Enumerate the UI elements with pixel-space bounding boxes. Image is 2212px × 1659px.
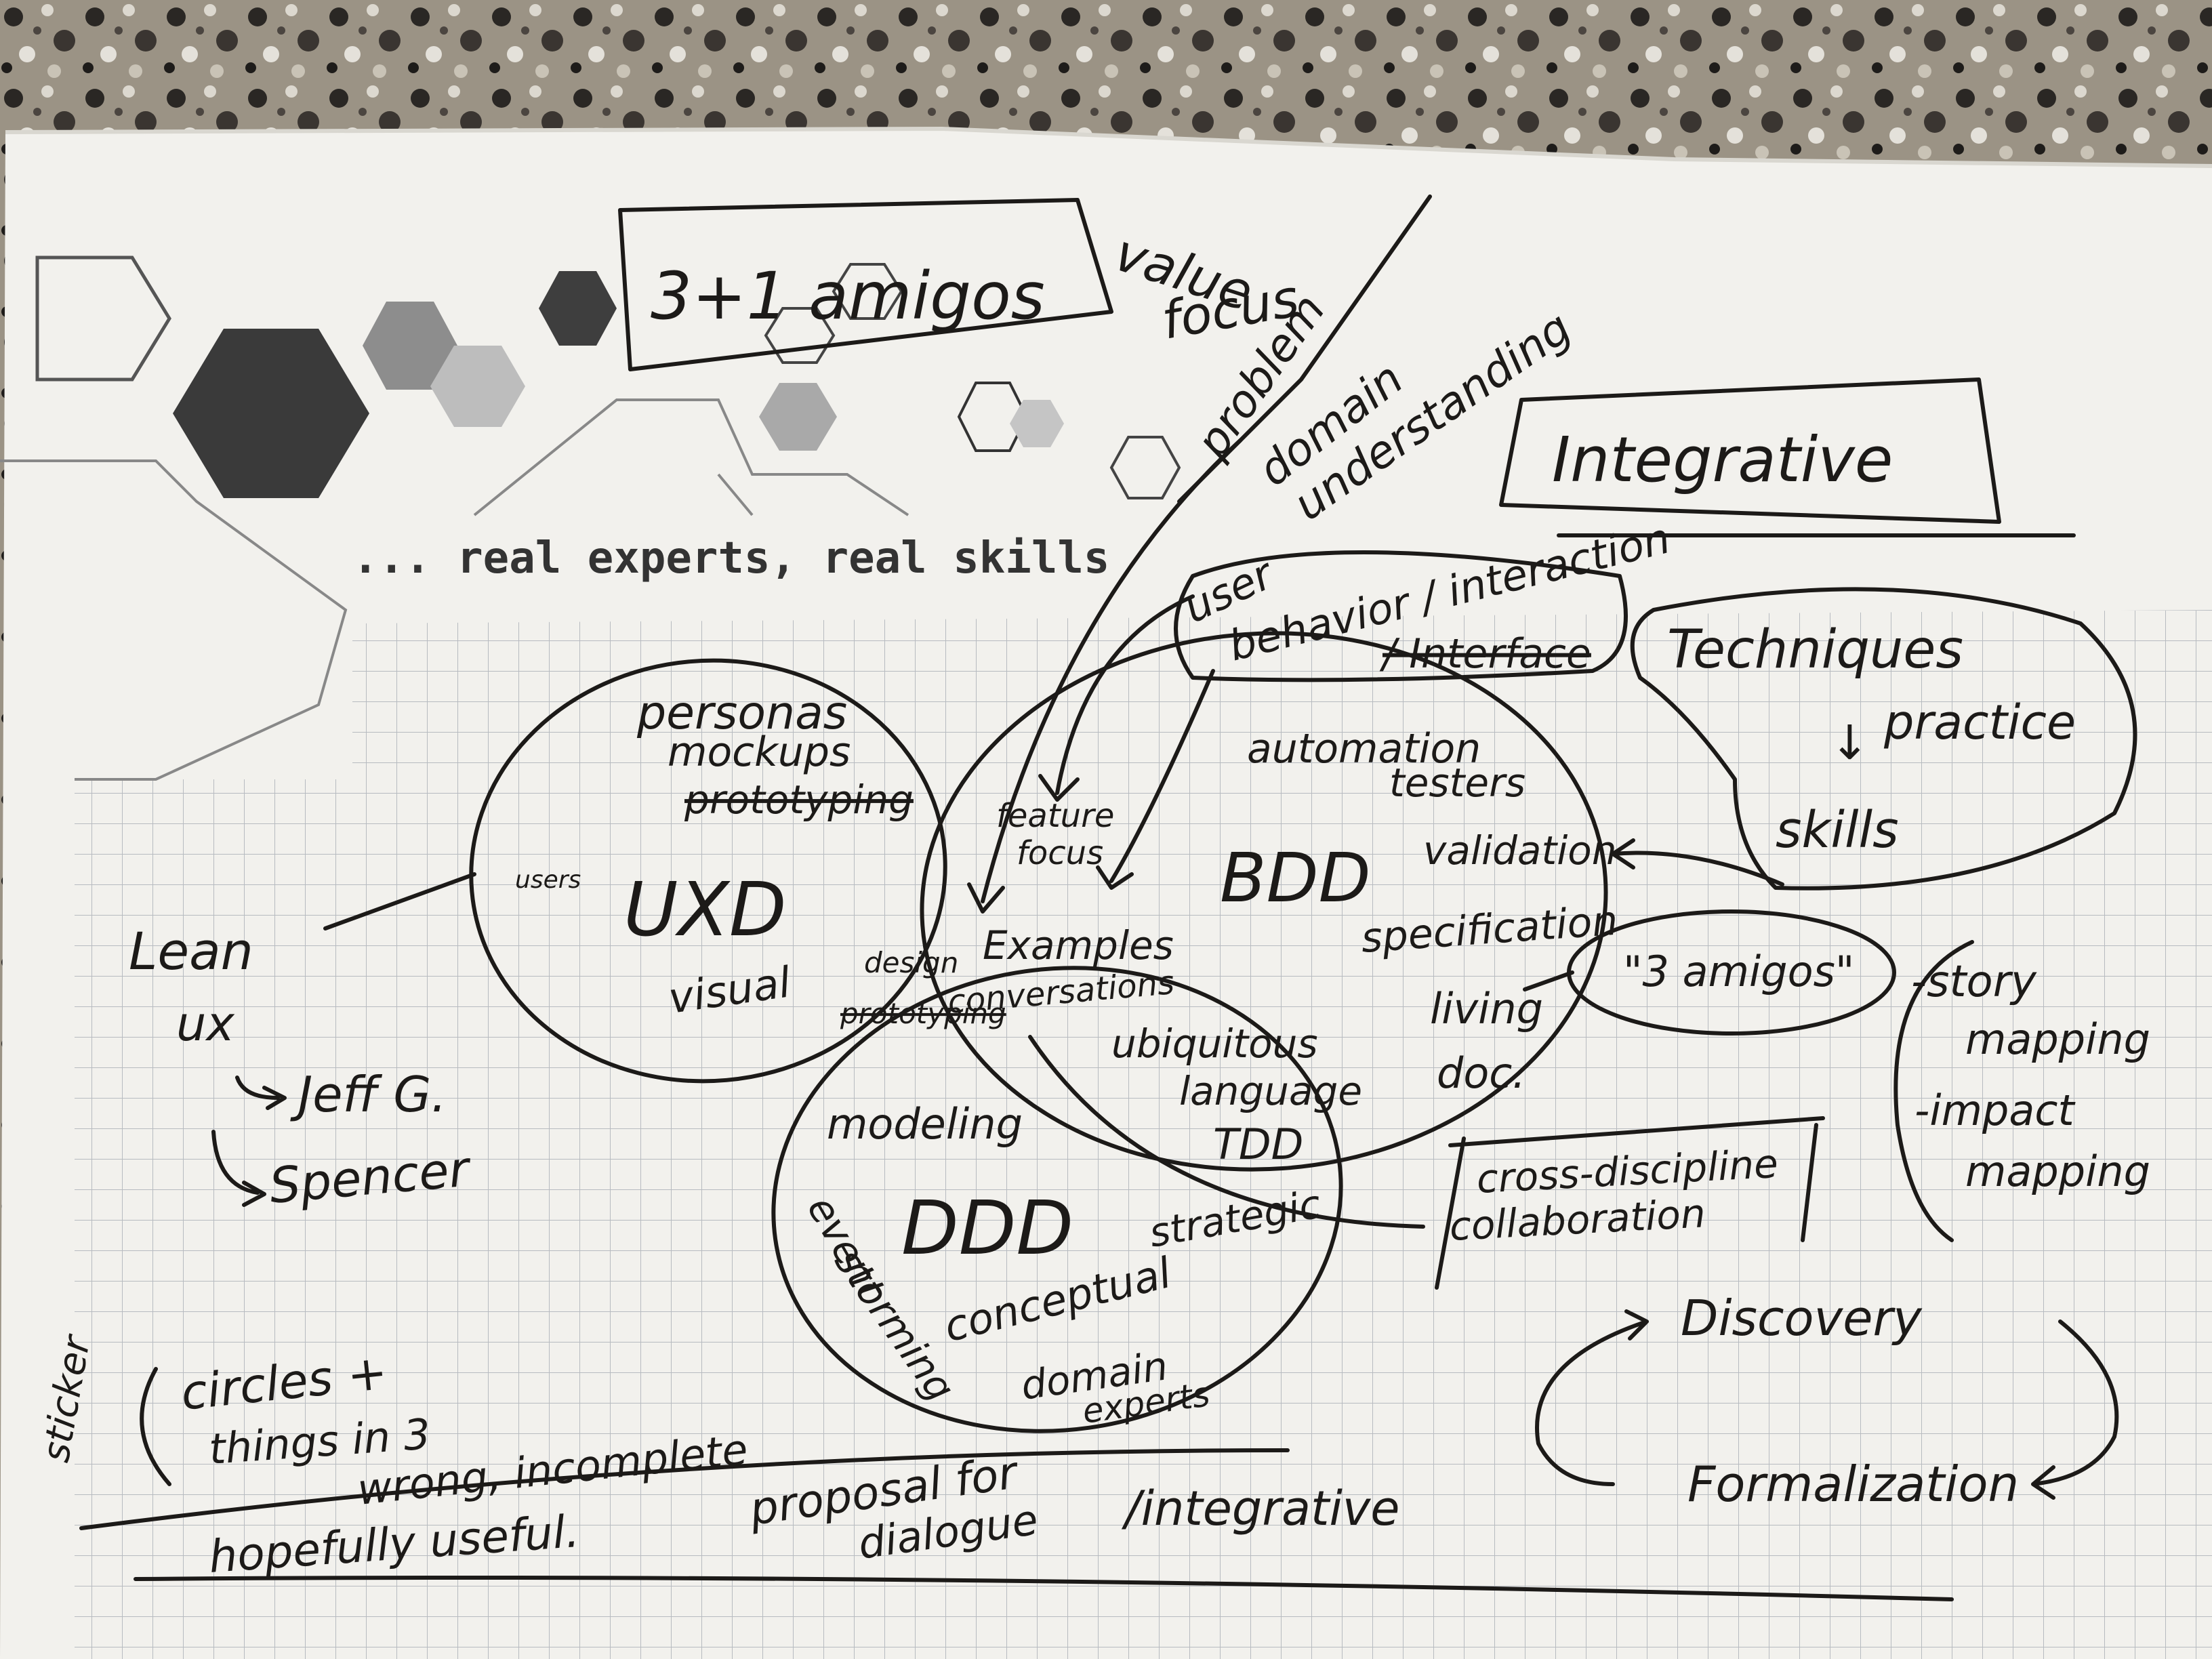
uxd-circle — [469, 658, 947, 1084]
language-text: language — [1179, 1068, 1362, 1114]
personas-text: personas — [636, 687, 847, 740]
testers-text: testers — [1389, 760, 1525, 806]
impact-mapping-text: mapping — [1965, 1147, 2150, 1196]
validation-text: validation — [1423, 827, 1617, 874]
integrative-footer-text: /integrative — [1121, 1481, 1399, 1536]
title-box-text: 3+1 amigos — [651, 258, 1045, 334]
design-text: design — [864, 946, 958, 979]
ddd-circle — [771, 966, 1343, 1433]
modeling-text: modeling — [827, 1099, 1023, 1149]
story-text: -story — [1911, 957, 2037, 1007]
cycle-arrow-left — [1535, 1309, 1649, 1486]
footer-underline-2 — [134, 1576, 1954, 1601]
story-mapping-text: mapping — [1965, 1015, 2150, 1064]
formalization-text: Formalization — [1687, 1456, 2019, 1513]
automation-text: automation — [1247, 725, 1481, 773]
bdd-label: BDD — [1220, 838, 1371, 918]
prototyping-overlap-text: prototyping — [840, 997, 1006, 1030]
practice-text: practice — [1883, 695, 2076, 750]
practice-arrow: ↓ — [1830, 715, 1870, 771]
footer-underline-1 — [79, 1448, 1290, 1530]
integrative-box-outline — [1499, 377, 2001, 524]
techniques-blob-outline — [1630, 587, 2137, 890]
hexagon-decoration — [0, 255, 1181, 781]
skills-text: skills — [1776, 801, 1899, 859]
examples-text: Examples — [983, 922, 1174, 968]
ux-text: ux — [176, 996, 234, 1052]
arrow-examples-to-collaboration — [1028, 1035, 1425, 1229]
three-amigos-text: "3 amigos" — [1623, 947, 1854, 996]
discovery-text: Discovery — [1681, 1290, 1923, 1347]
arrow-jeff — [235, 1076, 287, 1110]
interface-text: / Interface — [1379, 630, 1591, 678]
impact-text: -impact — [1914, 1086, 2076, 1135]
focus-overlap-text: focus — [1017, 834, 1103, 872]
mockups-text: mockups — [668, 729, 851, 776]
feature-text: feature — [996, 797, 1114, 835]
integrative-box-text: Integrative — [1552, 424, 1893, 496]
cycle-arrow-right — [2031, 1319, 2119, 1500]
tdd-text: TDD — [1213, 1120, 1303, 1169]
techniques-text: Techniques — [1667, 619, 1963, 680]
arrow-techniques-to-validation — [1611, 838, 1784, 886]
prototyping-text: prototyping — [684, 777, 914, 823]
doc-text: doc. — [1437, 1048, 1525, 1098]
users-text: users — [515, 866, 581, 894]
lean-text: Lean — [129, 921, 253, 981]
uxd-label: UXD — [623, 866, 787, 953]
arrow-spencer — [211, 1130, 266, 1207]
jeff-text: Jeff G. — [290, 1066, 447, 1123]
living-text: living — [1430, 984, 1543, 1033]
arrow-amigos-to-specification — [1523, 970, 1574, 991]
circles-bracket — [140, 1367, 171, 1486]
line-lean-to-users — [323, 872, 476, 930]
story-mapping-bracket — [1893, 940, 1974, 1242]
ubiquitous-text: ubiquitous — [1111, 1021, 1318, 1067]
title-box-outline — [618, 198, 1113, 371]
arrow-problem-to-examples — [967, 438, 1242, 914]
bdd-circle — [920, 631, 1608, 1172]
ddd-label: DDD — [901, 1185, 1073, 1271]
arrow-user-to-feature — [1038, 594, 1195, 802]
user-box-outline — [1174, 550, 1628, 682]
cross-discipline-box — [1435, 1116, 1825, 1290]
arrow-user-to-bdd — [1096, 669, 1215, 890]
printed-tagline: ... real experts, real skills — [352, 533, 1109, 583]
